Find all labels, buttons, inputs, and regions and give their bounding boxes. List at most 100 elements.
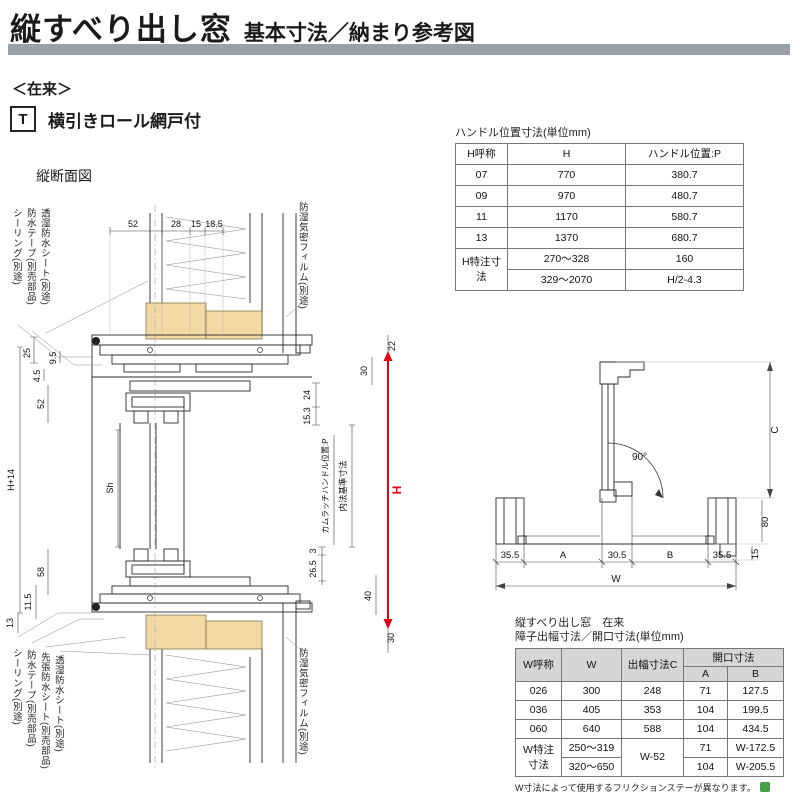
table-cell: 71: [683, 680, 728, 701]
handle-table-title: ハンドル位置寸法(単位mm): [455, 127, 591, 139]
page-subtitle: 基本寸法／納まり参考図: [243, 22, 475, 45]
table-header-row: H呼称 H ハンドル位置:P: [455, 142, 744, 165]
label-sealing-top: シーリング(別途): [10, 208, 22, 286]
table-row: H特注寸法 270～328 160: [455, 247, 744, 291]
plan-dimension-lines: [492, 361, 774, 590]
table-cell: 250～319: [561, 737, 622, 758]
dim-label: 13: [5, 618, 15, 628]
dim-label: 58: [36, 567, 46, 577]
table-row: 026 300 248 71 127.5: [515, 680, 784, 701]
type-code-box: T: [10, 106, 36, 132]
dim-label: 28: [171, 219, 181, 229]
swing-arc: [607, 442, 664, 499]
dim-label: 52: [128, 219, 138, 229]
dim-label: 26.5: [308, 560, 318, 578]
width-table-title-1: 縦すべり出し窓 在来: [515, 617, 625, 629]
table-cell: 270～328: [507, 247, 626, 270]
insulation-hatch-bottom: [165, 654, 247, 752]
title-accent-bar: [8, 44, 790, 55]
table-row: 09 970 480.7: [455, 184, 744, 207]
table-cell: 320～650: [561, 756, 622, 777]
label-sheet-top: 透湿防水シート(別途): [38, 208, 50, 306]
table-cell: 11: [455, 205, 508, 228]
table-cell: 434.5: [727, 718, 784, 739]
table-cell: 026: [515, 680, 562, 701]
table-cell: 680.7: [625, 226, 744, 249]
construction-type-label: ＜在来＞: [12, 81, 73, 98]
sealing-bead-top: [92, 337, 100, 345]
table-cell: 036: [515, 699, 562, 720]
dim-label: C: [770, 426, 781, 433]
handle-table-block: ハンドル位置寸法(単位mm) H呼称 H ハンドル位置:P 07 770 380…: [455, 127, 744, 291]
table-header-row: A B: [516, 665, 784, 682]
width-dimension-table: W呼称 W 出幅寸法C 開口寸法 A B 026 300 248 71 127.…: [515, 647, 784, 777]
dim-label: 15: [191, 219, 201, 229]
dim-label: 22: [387, 341, 397, 351]
table-cell: 640: [561, 718, 622, 739]
glazing-lines: [119, 399, 185, 573]
label-film-bottom: 防湿気密フィルム(別途): [296, 648, 308, 756]
dim-label: W: [611, 574, 621, 585]
horizontal-section-drawing: 35.5 A 30.5 B 35.5 W 90° C 80 15: [492, 361, 781, 590]
footnote-text: W寸法によって使用するフリクションステーが異なります。: [515, 782, 756, 793]
dim-label: 52: [36, 399, 46, 409]
col-header-a: A: [683, 665, 728, 682]
table-cell: 580.7: [625, 205, 744, 228]
table-row: 036 405 353 104 199.5: [515, 699, 784, 720]
col-header-h-name: H呼称: [455, 142, 508, 165]
col-header-h: H: [507, 142, 626, 165]
swing-angle-label: 90°: [632, 452, 647, 463]
table-cell: 13: [455, 226, 508, 249]
table-cell: 405: [561, 699, 622, 720]
dim-label: B: [667, 550, 673, 561]
table-cell: 104: [683, 699, 728, 720]
label-sheet-bottom: 透湿防水シート(別途): [52, 655, 64, 753]
page-header: 縦すべり出し窓 基本寸法／納まり参考図: [10, 4, 475, 49]
table-cell: W-205.5: [727, 756, 784, 777]
table-cell: 480.7: [625, 184, 744, 207]
table-cell: 248: [621, 680, 684, 701]
arc-arrowhead: [655, 489, 663, 498]
plan-dimension-arrows: [496, 362, 773, 589]
width-table-block: 縦すべり出し窓 在来 障子出幅寸法／開口寸法(単位mm) W呼称 W 出幅寸法C…: [515, 617, 784, 794]
table-header-row: W呼称 W 出幅寸法C 開口寸法: [515, 647, 784, 682]
plan-labels: 35.5 A 30.5 B 35.5 W 90° C 80 15: [501, 426, 781, 585]
table-row: W特注寸法 250～319 W-52 71 W-172.5: [515, 737, 784, 777]
table-cell: W-172.5: [727, 737, 784, 758]
frame-head-profile: [91, 334, 313, 424]
label-sealing-bottom: シーリング(別途): [10, 648, 22, 726]
vertical-section-drawing: 52 28 15 18.5 25 9.5 4.5 52 H+14 Sh 58 1…: [5, 205, 404, 770]
dim-label: 11.5: [23, 594, 33, 611]
dim-label: Sh: [105, 482, 115, 493]
table-cell: 104: [683, 718, 728, 739]
inside-standard-dim-label: 内法基準寸法: [338, 460, 348, 511]
table-cell: 07: [455, 163, 508, 186]
camlatch-handle-label: カムラッチハンドル位置:P: [320, 438, 330, 533]
table-cell: 199.5: [727, 699, 784, 720]
dim-label: 30.5: [608, 550, 627, 561]
label-sakibari-bottom: 先張防水シート(別売部品): [38, 652, 50, 770]
col-header-w-name: W呼称: [515, 647, 562, 682]
table-cell: 380.7: [625, 163, 744, 186]
table-cell: 770: [507, 163, 626, 186]
dim-label: 4.5: [32, 370, 42, 383]
dim-label: 15: [750, 549, 761, 560]
type-description: 横引きロール網戸付: [48, 111, 201, 131]
table-cell: 353: [621, 699, 684, 720]
label-tape-bottom: 防水テープ(別売部品): [24, 650, 36, 748]
dim-label: 30: [359, 366, 369, 376]
h-dimension-arrow: [383, 351, 393, 629]
dim-label: 40: [363, 591, 373, 601]
special-order-label: W特注寸法: [515, 737, 562, 777]
table-cell: 104: [683, 756, 728, 777]
label-tape-top: 防水テープ(別売部品): [24, 208, 36, 306]
dim-label: 15.3: [302, 407, 312, 425]
table-cell: 127.5: [727, 680, 784, 701]
width-table-title-2: 障子出幅寸法／開口寸法(単位mm): [515, 630, 684, 643]
dimension-lines: [17, 227, 389, 653]
note-badge-icon: [759, 782, 770, 792]
table-cell: 71: [683, 737, 728, 758]
dim-label: 18.5: [205, 219, 223, 229]
dim-label: 3: [308, 548, 318, 553]
section-view-title: 縦断面図: [36, 168, 92, 184]
